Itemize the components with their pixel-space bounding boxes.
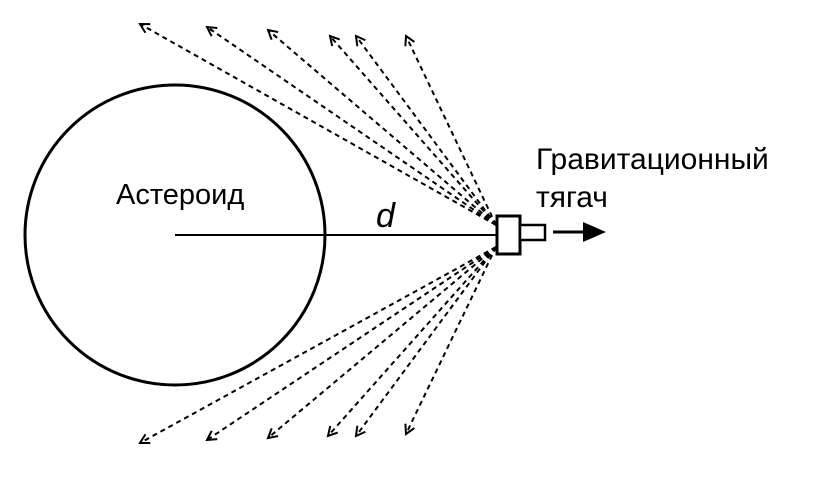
lower-exhaust-ray-4 — [328, 246, 497, 436]
asteroid-label: Астероид — [116, 179, 244, 211]
motion-arrow-head — [583, 222, 606, 242]
upper-exhaust-ray-3 — [268, 30, 497, 226]
distance-label: d — [376, 197, 396, 235]
lower-exhaust-ray-2 — [207, 246, 497, 440]
lower-exhaust-ray-1 — [140, 246, 497, 443]
tractor-label-line2: тягач — [536, 181, 608, 214]
upper-exhaust-ray-4 — [330, 36, 497, 226]
upper-exhaust-plume-group — [140, 24, 497, 226]
upper-exhaust-ray-5 — [356, 36, 497, 226]
lower-exhaust-ray-6 — [406, 246, 497, 434]
tractor-body — [495, 214, 522, 256]
lower-exhaust-ray-5 — [356, 246, 497, 436]
tractor-label-line1: Гравитационный — [536, 143, 769, 176]
lower-exhaust-plume-group — [140, 246, 497, 443]
upper-exhaust-ray-6 — [406, 36, 497, 226]
tractor-nozzle — [518, 223, 547, 242]
upper-exhaust-ray-2 — [207, 27, 497, 226]
lower-exhaust-ray-3 — [268, 246, 497, 438]
